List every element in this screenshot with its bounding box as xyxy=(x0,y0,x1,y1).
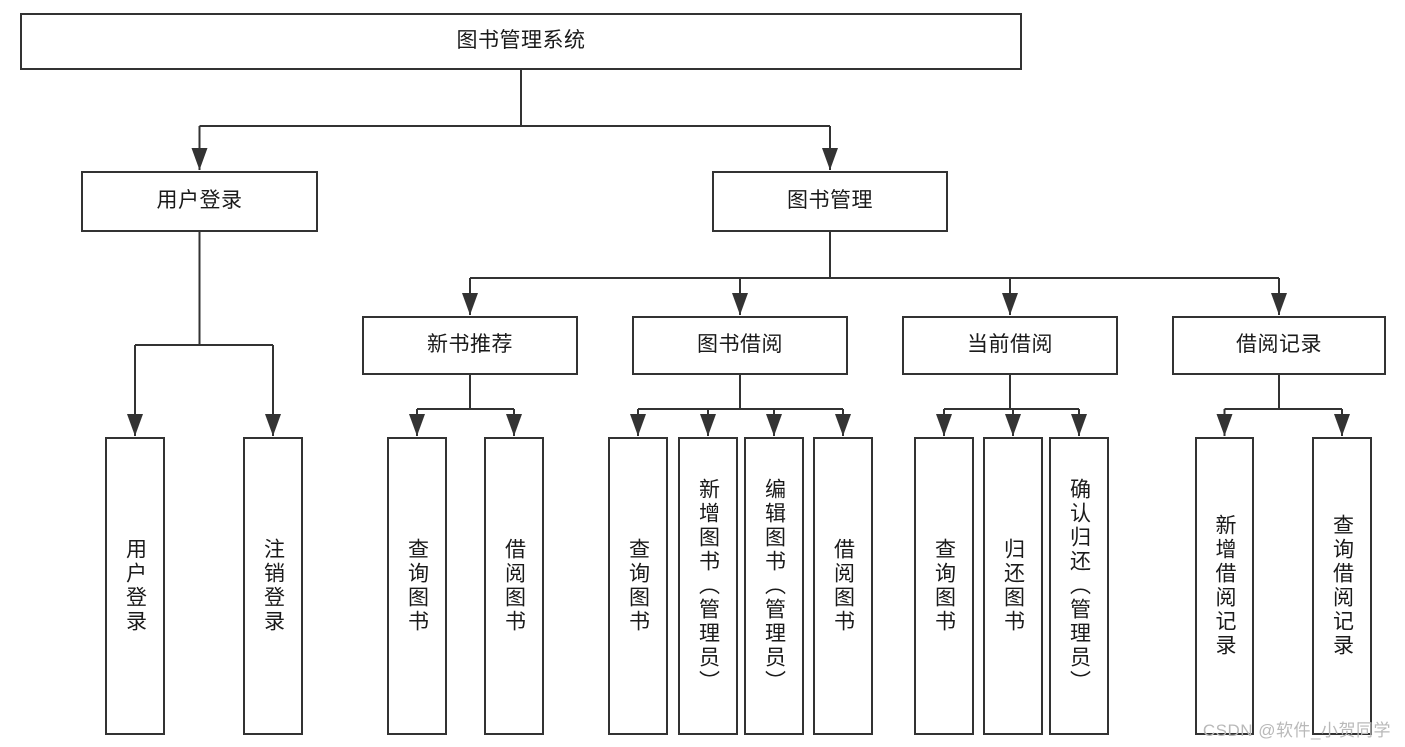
watermark-text: CSDN @软件_小贺同学 xyxy=(1202,721,1391,740)
arrowhead-borrow_record-1 xyxy=(1334,414,1350,436)
node-label: 查询图书 xyxy=(626,538,650,634)
node-leaf-return-book[interactable]: 归还图书 xyxy=(983,437,1043,735)
node-label: 查询图书 xyxy=(405,538,429,634)
node-label: 注销登录 xyxy=(261,538,285,634)
node-label: 新书推荐 xyxy=(427,333,513,357)
node-new-book-rec[interactable]: 新书推荐 xyxy=(362,316,578,375)
node-leaf-edit-book[interactable]: 编辑图书（管理员） xyxy=(744,437,804,735)
node-label: 查询借阅记录 xyxy=(1330,514,1354,658)
node-leaf-query-book-1[interactable]: 查询图书 xyxy=(387,437,447,735)
arrowhead-book_borrow-0 xyxy=(630,414,646,436)
node-label: 图书管理 xyxy=(787,189,873,213)
arrowhead-new_book_rec-0 xyxy=(409,414,425,436)
node-label: 借阅图书 xyxy=(831,538,855,634)
arrowhead-current_borrow-2 xyxy=(1071,414,1087,436)
node-label: 图书管理系统 xyxy=(456,29,586,53)
arrowhead-user_login-1 xyxy=(265,414,281,436)
arrowhead-book_manage-1 xyxy=(732,293,748,315)
arrowhead-user_login-0 xyxy=(127,414,143,436)
node-label: 编辑图书（管理员） xyxy=(762,478,786,694)
arrowhead-borrow_record-0 xyxy=(1216,414,1233,436)
arrowhead-book_manage-0 xyxy=(462,293,478,315)
node-leaf-borrow-book-1[interactable]: 借阅图书 xyxy=(484,437,544,735)
arrowhead-new_book_rec-1 xyxy=(506,414,522,436)
arrowhead-book_manage-2 xyxy=(1002,293,1018,315)
node-label: 图书借阅 xyxy=(697,333,783,357)
arrowhead-book_borrow-1 xyxy=(700,414,716,436)
node-label: 查询图书 xyxy=(932,538,956,634)
node-leaf-add-book[interactable]: 新增图书（管理员） xyxy=(678,437,738,735)
node-leaf-add-record[interactable]: 新增借阅记录 xyxy=(1195,437,1254,735)
node-leaf-user-login[interactable]: 用户登录 xyxy=(105,437,165,735)
arrowhead-book_manage-3 xyxy=(1271,293,1287,315)
node-leaf-query-book-2[interactable]: 查询图书 xyxy=(608,437,668,735)
node-label: 用户登录 xyxy=(156,189,243,213)
node-label: 当前借阅 xyxy=(967,333,1053,357)
node-book-borrow[interactable]: 图书借阅 xyxy=(632,316,848,375)
node-borrow-record[interactable]: 借阅记录 xyxy=(1172,316,1386,375)
node-book-manage[interactable]: 图书管理 xyxy=(712,171,948,232)
arrowhead-current_borrow-0 xyxy=(936,414,952,436)
node-leaf-borrow-book-2[interactable]: 借阅图书 xyxy=(813,437,873,735)
node-label: 借阅记录 xyxy=(1236,333,1322,357)
node-leaf-confirm-return[interactable]: 确认归还（管理员） xyxy=(1049,437,1109,735)
node-root[interactable]: 图书管理系统 xyxy=(20,13,1022,70)
node-label: 新增图书（管理员） xyxy=(696,478,720,694)
node-label: 确认归还（管理员） xyxy=(1067,478,1091,694)
node-label: 新增借阅记录 xyxy=(1213,514,1236,658)
node-leaf-logout[interactable]: 注销登录 xyxy=(243,437,303,735)
arrowhead-root-0 xyxy=(191,148,208,170)
node-leaf-query-record[interactable]: 查询借阅记录 xyxy=(1312,437,1372,735)
node-label: 用户登录 xyxy=(123,538,147,634)
node-label: 借阅图书 xyxy=(502,538,526,634)
node-current-borrow[interactable]: 当前借阅 xyxy=(902,316,1118,375)
arrowhead-root-1 xyxy=(822,148,838,170)
arrowhead-current_borrow-1 xyxy=(1005,414,1021,436)
arrowhead-book_borrow-3 xyxy=(835,414,851,436)
node-user-login[interactable]: 用户登录 xyxy=(81,171,318,232)
node-leaf-query-book-3[interactable]: 查询图书 xyxy=(914,437,974,735)
arrowhead-book_borrow-2 xyxy=(766,414,782,436)
node-label: 归还图书 xyxy=(1001,538,1025,634)
